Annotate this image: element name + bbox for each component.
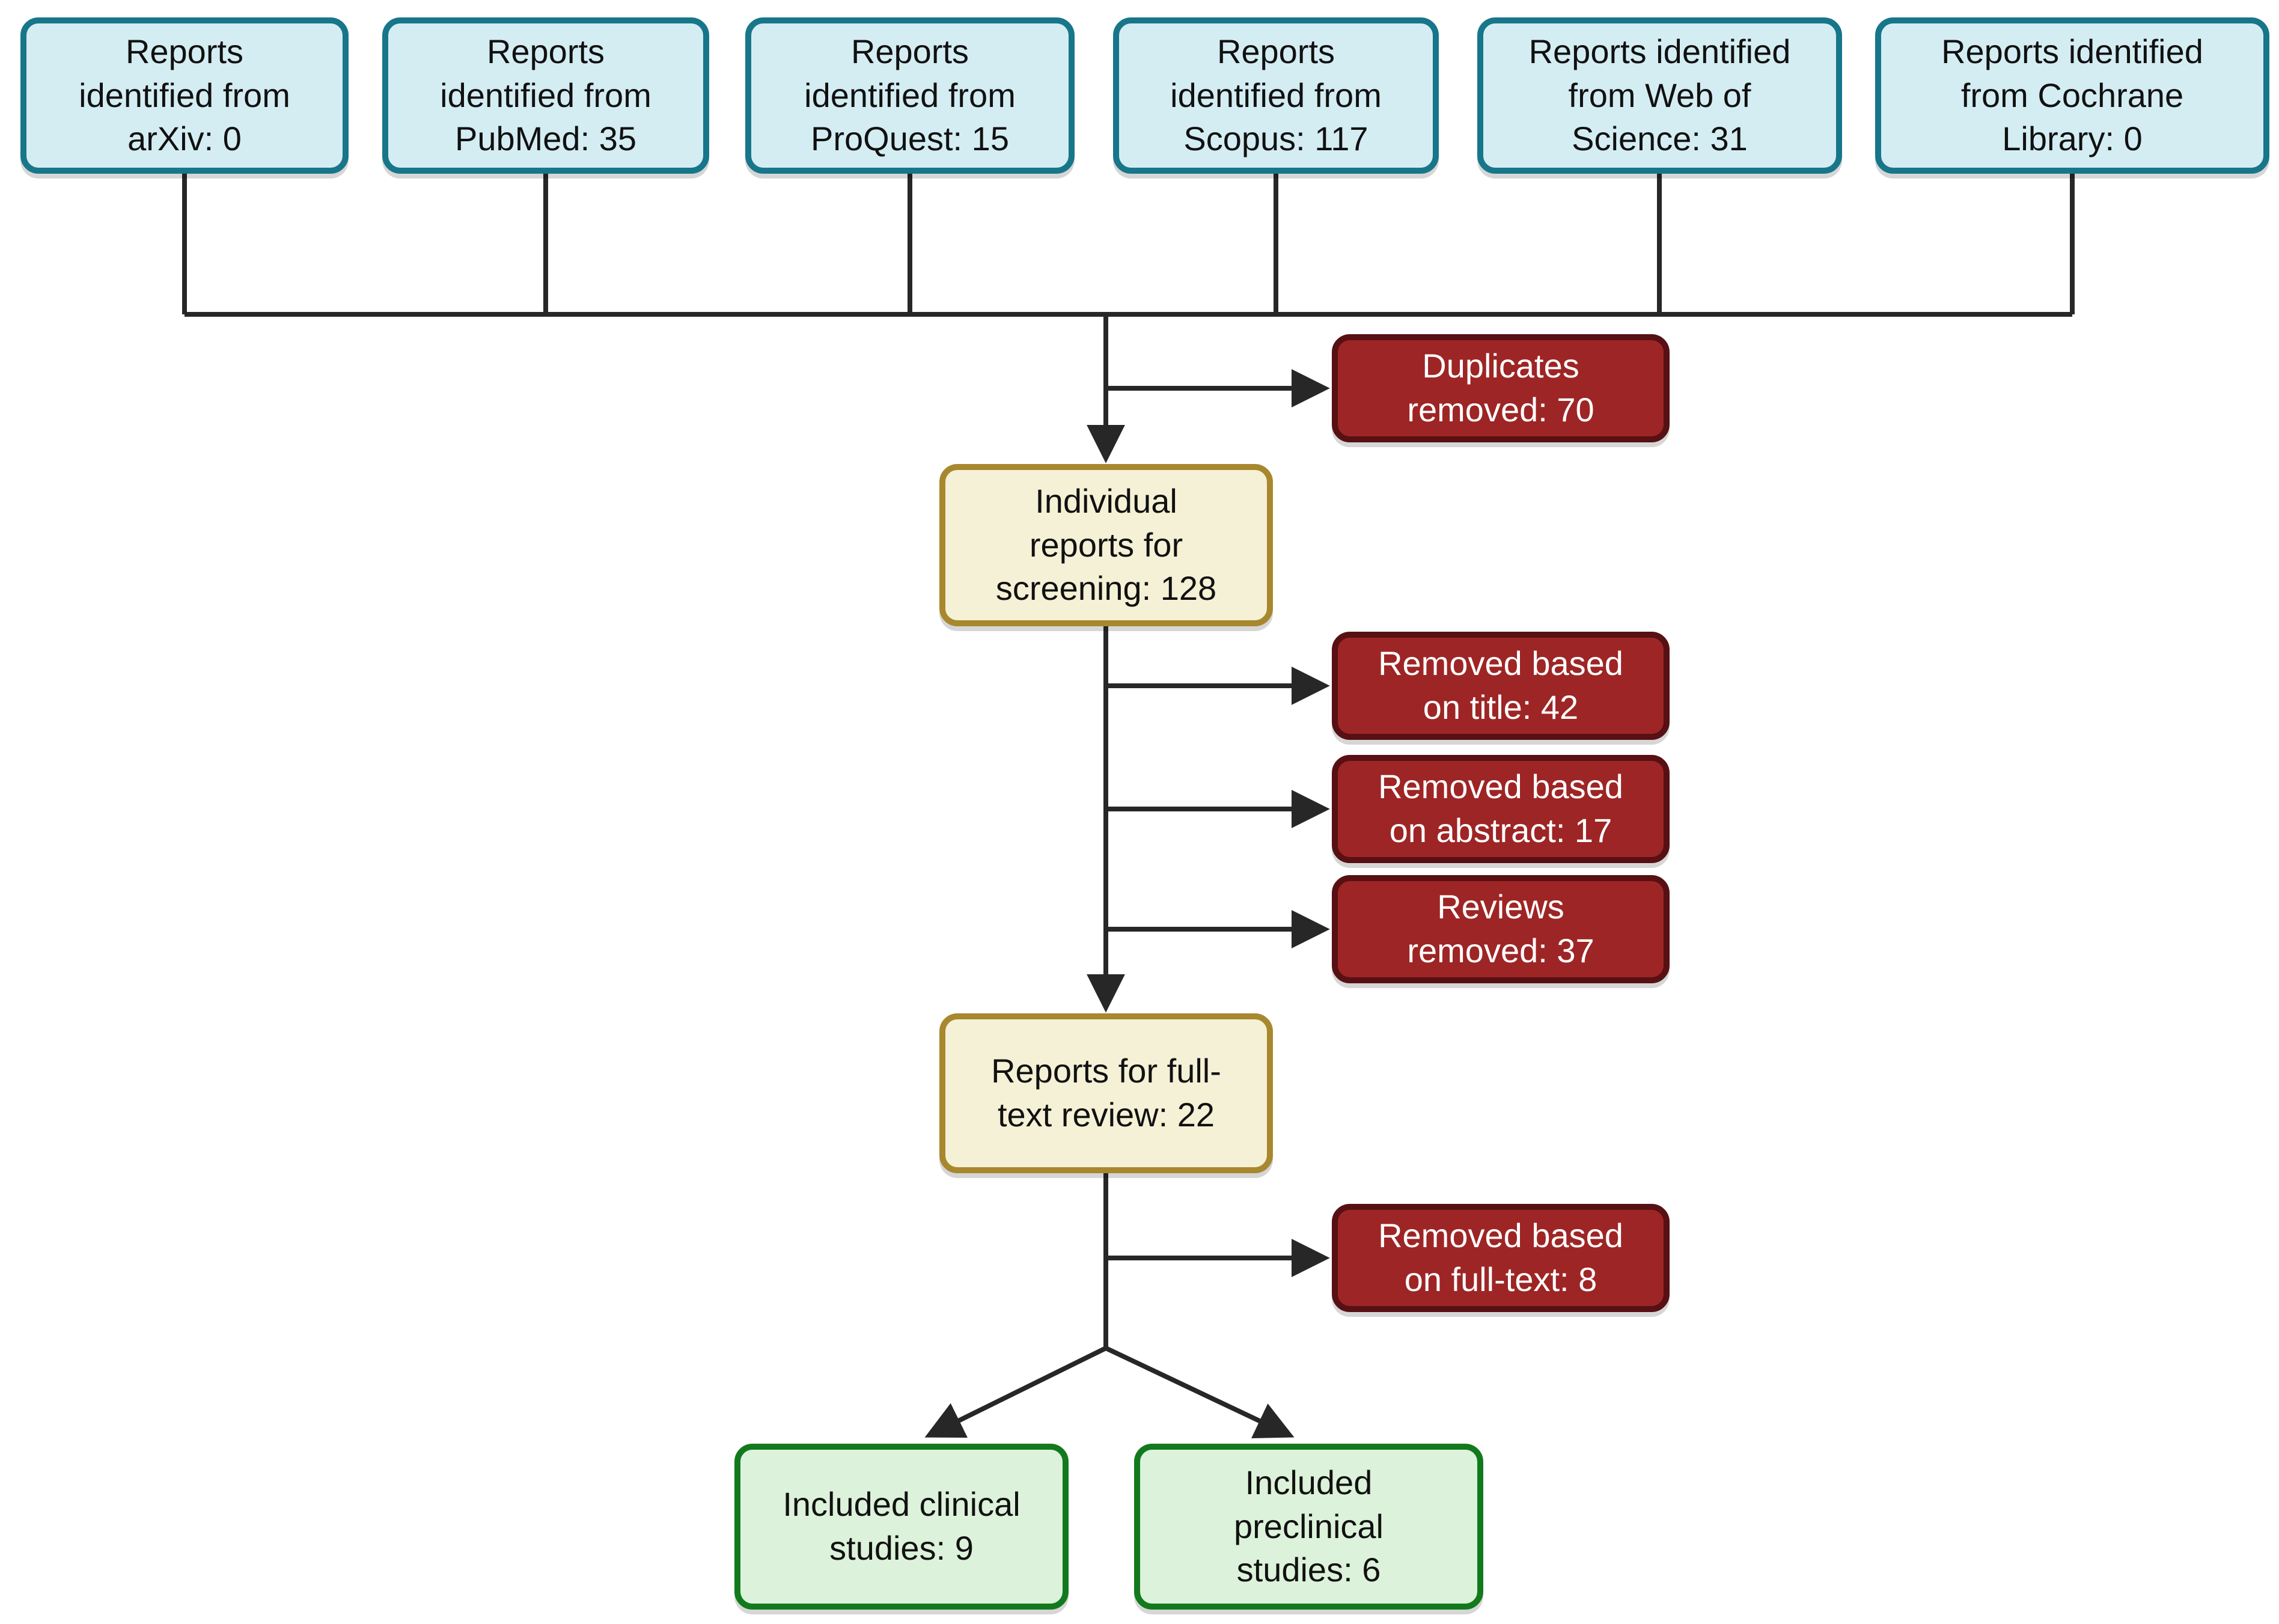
box-label: Reports identified from arXiv: 0 [79, 32, 290, 158]
box-reports-fulltext-review: Reports for full- text review: 22 [939, 1013, 1273, 1173]
box-reports-pubmed: Reports identified from PubMed: 35 [382, 17, 709, 174]
box-included-preclinical: Included preclinical studies: 6 [1134, 1444, 1483, 1610]
box-reports-arxiv: Reports identified from arXiv: 0 [20, 17, 349, 174]
box-included-clinical: Included clinical studies: 9 [734, 1444, 1069, 1610]
box-duplicates-removed: Duplicates removed: 70 [1332, 334, 1670, 442]
box-label: Removed based on title: 42 [1378, 644, 1623, 726]
box-reports-for-screening: Individual reports for screening: 128 [939, 464, 1273, 626]
box-reviews-removed: Reviews removed: 37 [1332, 875, 1670, 983]
box-removed-on-fulltext: Removed based on full-text: 8 [1332, 1204, 1670, 1312]
box-label: Reports identified from Scopus: 117 [1170, 32, 1382, 158]
box-label: Individual reports for screening: 128 [995, 481, 1217, 608]
box-reports-scopus: Reports identified from Scopus: 117 [1113, 17, 1439, 174]
box-label: Included clinical studies: 9 [783, 1485, 1021, 1567]
box-label: Removed based on abstract: 17 [1378, 768, 1623, 849]
box-label: Reports identified from Cochrane Library… [1941, 32, 2203, 158]
box-label: Removed based on full-text: 8 [1378, 1216, 1623, 1298]
box-label: Reviews removed: 37 [1407, 888, 1594, 969]
box-label: Reports identified from Web of Science: … [1528, 32, 1791, 158]
connector-split-to-preclinical [1105, 1346, 1295, 1439]
source-collector-lines [182, 169, 2075, 317]
box-reports-web-of-science: Reports identified from Web of Science: … [1477, 17, 1842, 174]
box-label: Included preclinical studies: 6 [1234, 1463, 1384, 1589]
connector-split-to-clinical [924, 1346, 1107, 1438]
box-label: Reports identified from ProQuest: 15 [804, 32, 1016, 158]
box-label: Reports for full- text review: 22 [991, 1052, 1221, 1134]
box-removed-on-abstract: Removed based on abstract: 17 [1332, 755, 1670, 863]
box-reports-proquest: Reports identified from ProQuest: 15 [745, 17, 1075, 174]
box-removed-on-title: Removed based on title: 42 [1332, 632, 1670, 740]
box-label: Duplicates removed: 70 [1407, 347, 1594, 429]
box-reports-cochrane: Reports identified from Cochrane Library… [1875, 17, 2269, 174]
box-label: Reports identified from PubMed: 35 [440, 32, 651, 158]
